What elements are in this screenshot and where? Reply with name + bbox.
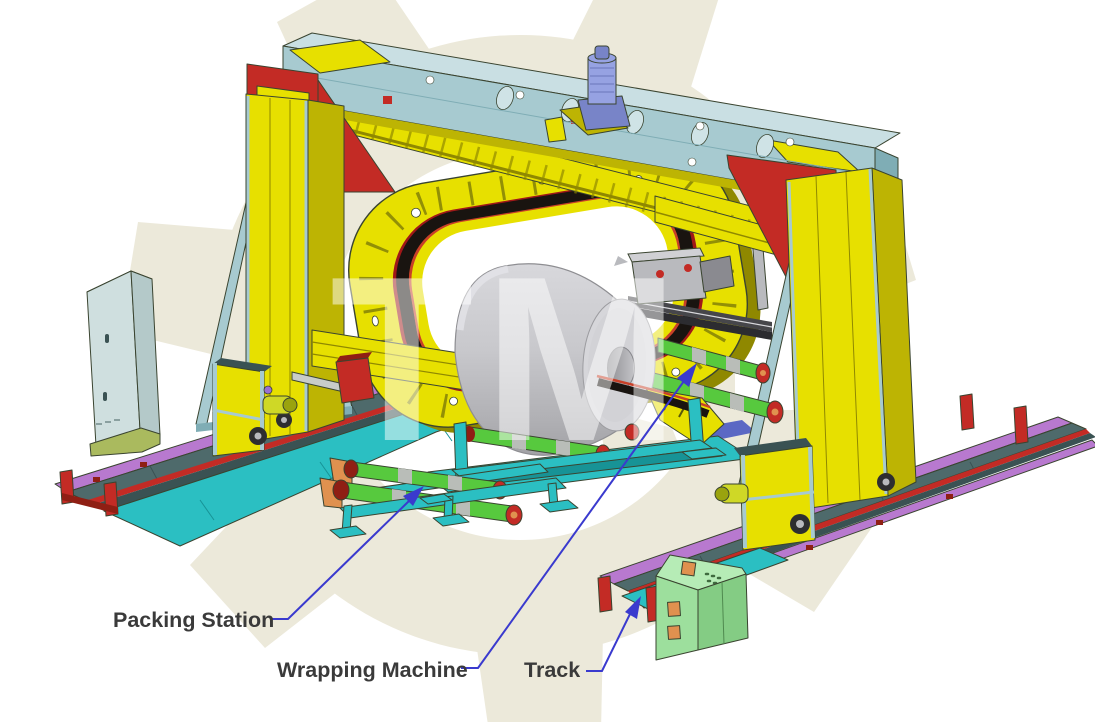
leader-packing-station (270, 499, 411, 620)
arrowhead-wrapping-machine (677, 363, 697, 387)
control-console (655, 554, 749, 661)
travel-motor-left (262, 385, 298, 415)
junction-box (335, 352, 375, 404)
film-dispenser (614, 235, 773, 340)
travel-motor-right (714, 483, 749, 504)
left-leg-carriage (212, 358, 292, 457)
right-leg (714, 167, 917, 551)
packing-station (319, 457, 579, 539)
label-packing-station: Packing Station (113, 608, 274, 632)
floor-plate-blue (698, 420, 756, 441)
arrowhead-packing-station (403, 486, 424, 506)
label-wrapping-machine: Wrapping Machine (277, 658, 468, 682)
label-track: Track (524, 658, 580, 682)
right-leg-carriage (734, 438, 895, 551)
right-track (597, 393, 1095, 623)
steel-coil (454, 263, 656, 456)
ring-drive-motor (544, 45, 631, 143)
arrowhead-track (625, 596, 641, 619)
leader-wrapping-machine (461, 380, 685, 669)
watermark-letters: TM (330, 227, 689, 490)
annotations: Packing Station Wrapping Machine Track (113, 363, 697, 682)
electrical-cabinet (86, 270, 161, 457)
leader-track (586, 613, 631, 672)
